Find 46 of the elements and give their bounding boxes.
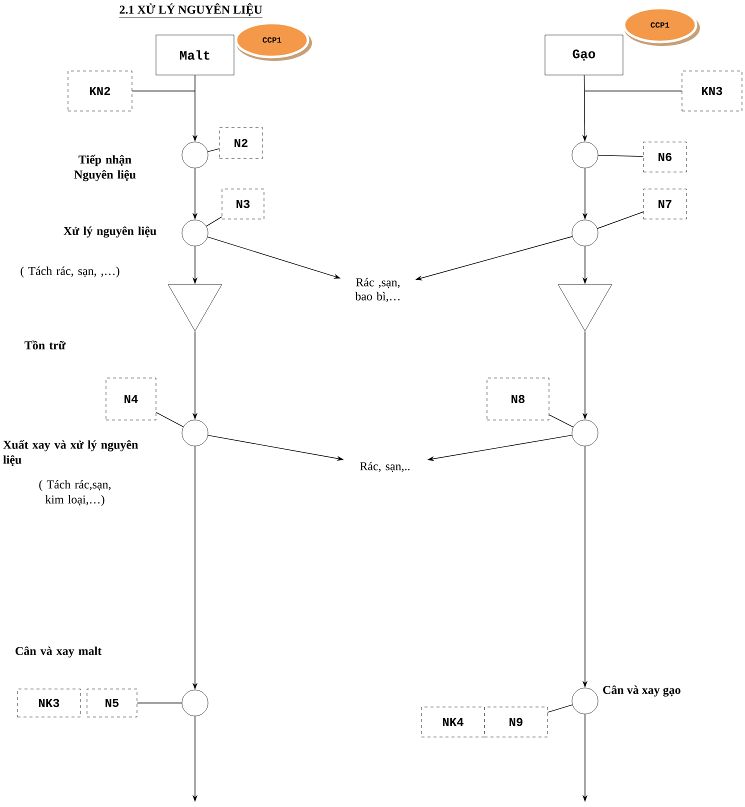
step-circle xyxy=(182,690,208,716)
step-label: Xử lý nguyên liệu xyxy=(64,226,156,238)
code-box: N4 xyxy=(106,378,156,420)
leader-line xyxy=(548,414,574,428)
step-circle xyxy=(572,142,598,168)
title: 2.1 XỬ LÝ NGUYÊN LIỆU xyxy=(119,3,263,18)
step-circle xyxy=(572,420,598,446)
step-circle xyxy=(182,220,208,246)
step-label: Tiếp nhận Nguyên liệu xyxy=(74,154,136,182)
code-box: N2 xyxy=(219,127,263,159)
step-label: Tồn trữ xyxy=(24,340,66,350)
leader-line xyxy=(136,702,182,704)
code-box: N3 xyxy=(222,188,264,220)
step-label: Xuất xay và xử lý nguyên liệu xyxy=(3,440,138,466)
code-box: N6 xyxy=(643,142,687,172)
step-circle xyxy=(572,220,598,246)
leader-line xyxy=(597,212,644,229)
storage-triangle xyxy=(558,284,612,332)
ccp-badge: CCP1 xyxy=(234,22,312,61)
waste-text: Rác ,sạn, bao bì,… xyxy=(355,278,400,302)
code-box: NK4 xyxy=(421,706,485,738)
code-box: KN3 xyxy=(682,70,742,112)
leader-line xyxy=(206,216,222,227)
process-box: Malt xyxy=(156,34,234,76)
step-label: ( Tách rác, sạn, ,…) xyxy=(20,266,120,278)
process-box: Gạo xyxy=(544,34,624,76)
step-circle xyxy=(182,420,208,446)
waste-text: Rác, sạn,.. xyxy=(360,462,410,472)
connector-line xyxy=(584,90,682,92)
code-box: N8 xyxy=(486,378,550,420)
node-label: Cân và xay gạo xyxy=(603,685,680,697)
connector-line xyxy=(132,90,196,92)
step-label: Cân và xay malt xyxy=(16,646,102,658)
step-circle xyxy=(182,142,208,168)
leader-line xyxy=(598,154,644,157)
ccp-badge: CCP1 xyxy=(622,6,700,46)
code-box: N5 xyxy=(86,688,138,718)
leader-line xyxy=(207,148,220,152)
step-label: ( Tách rác,sạn, kim loại,…) xyxy=(39,480,111,506)
leader-line xyxy=(547,704,573,713)
leader-line xyxy=(156,412,184,428)
storage-triangle xyxy=(168,284,222,332)
code-box: NK3 xyxy=(17,688,81,718)
code-box: N7 xyxy=(643,188,687,220)
code-box: KN2 xyxy=(68,70,132,112)
code-box: N9 xyxy=(484,706,548,738)
